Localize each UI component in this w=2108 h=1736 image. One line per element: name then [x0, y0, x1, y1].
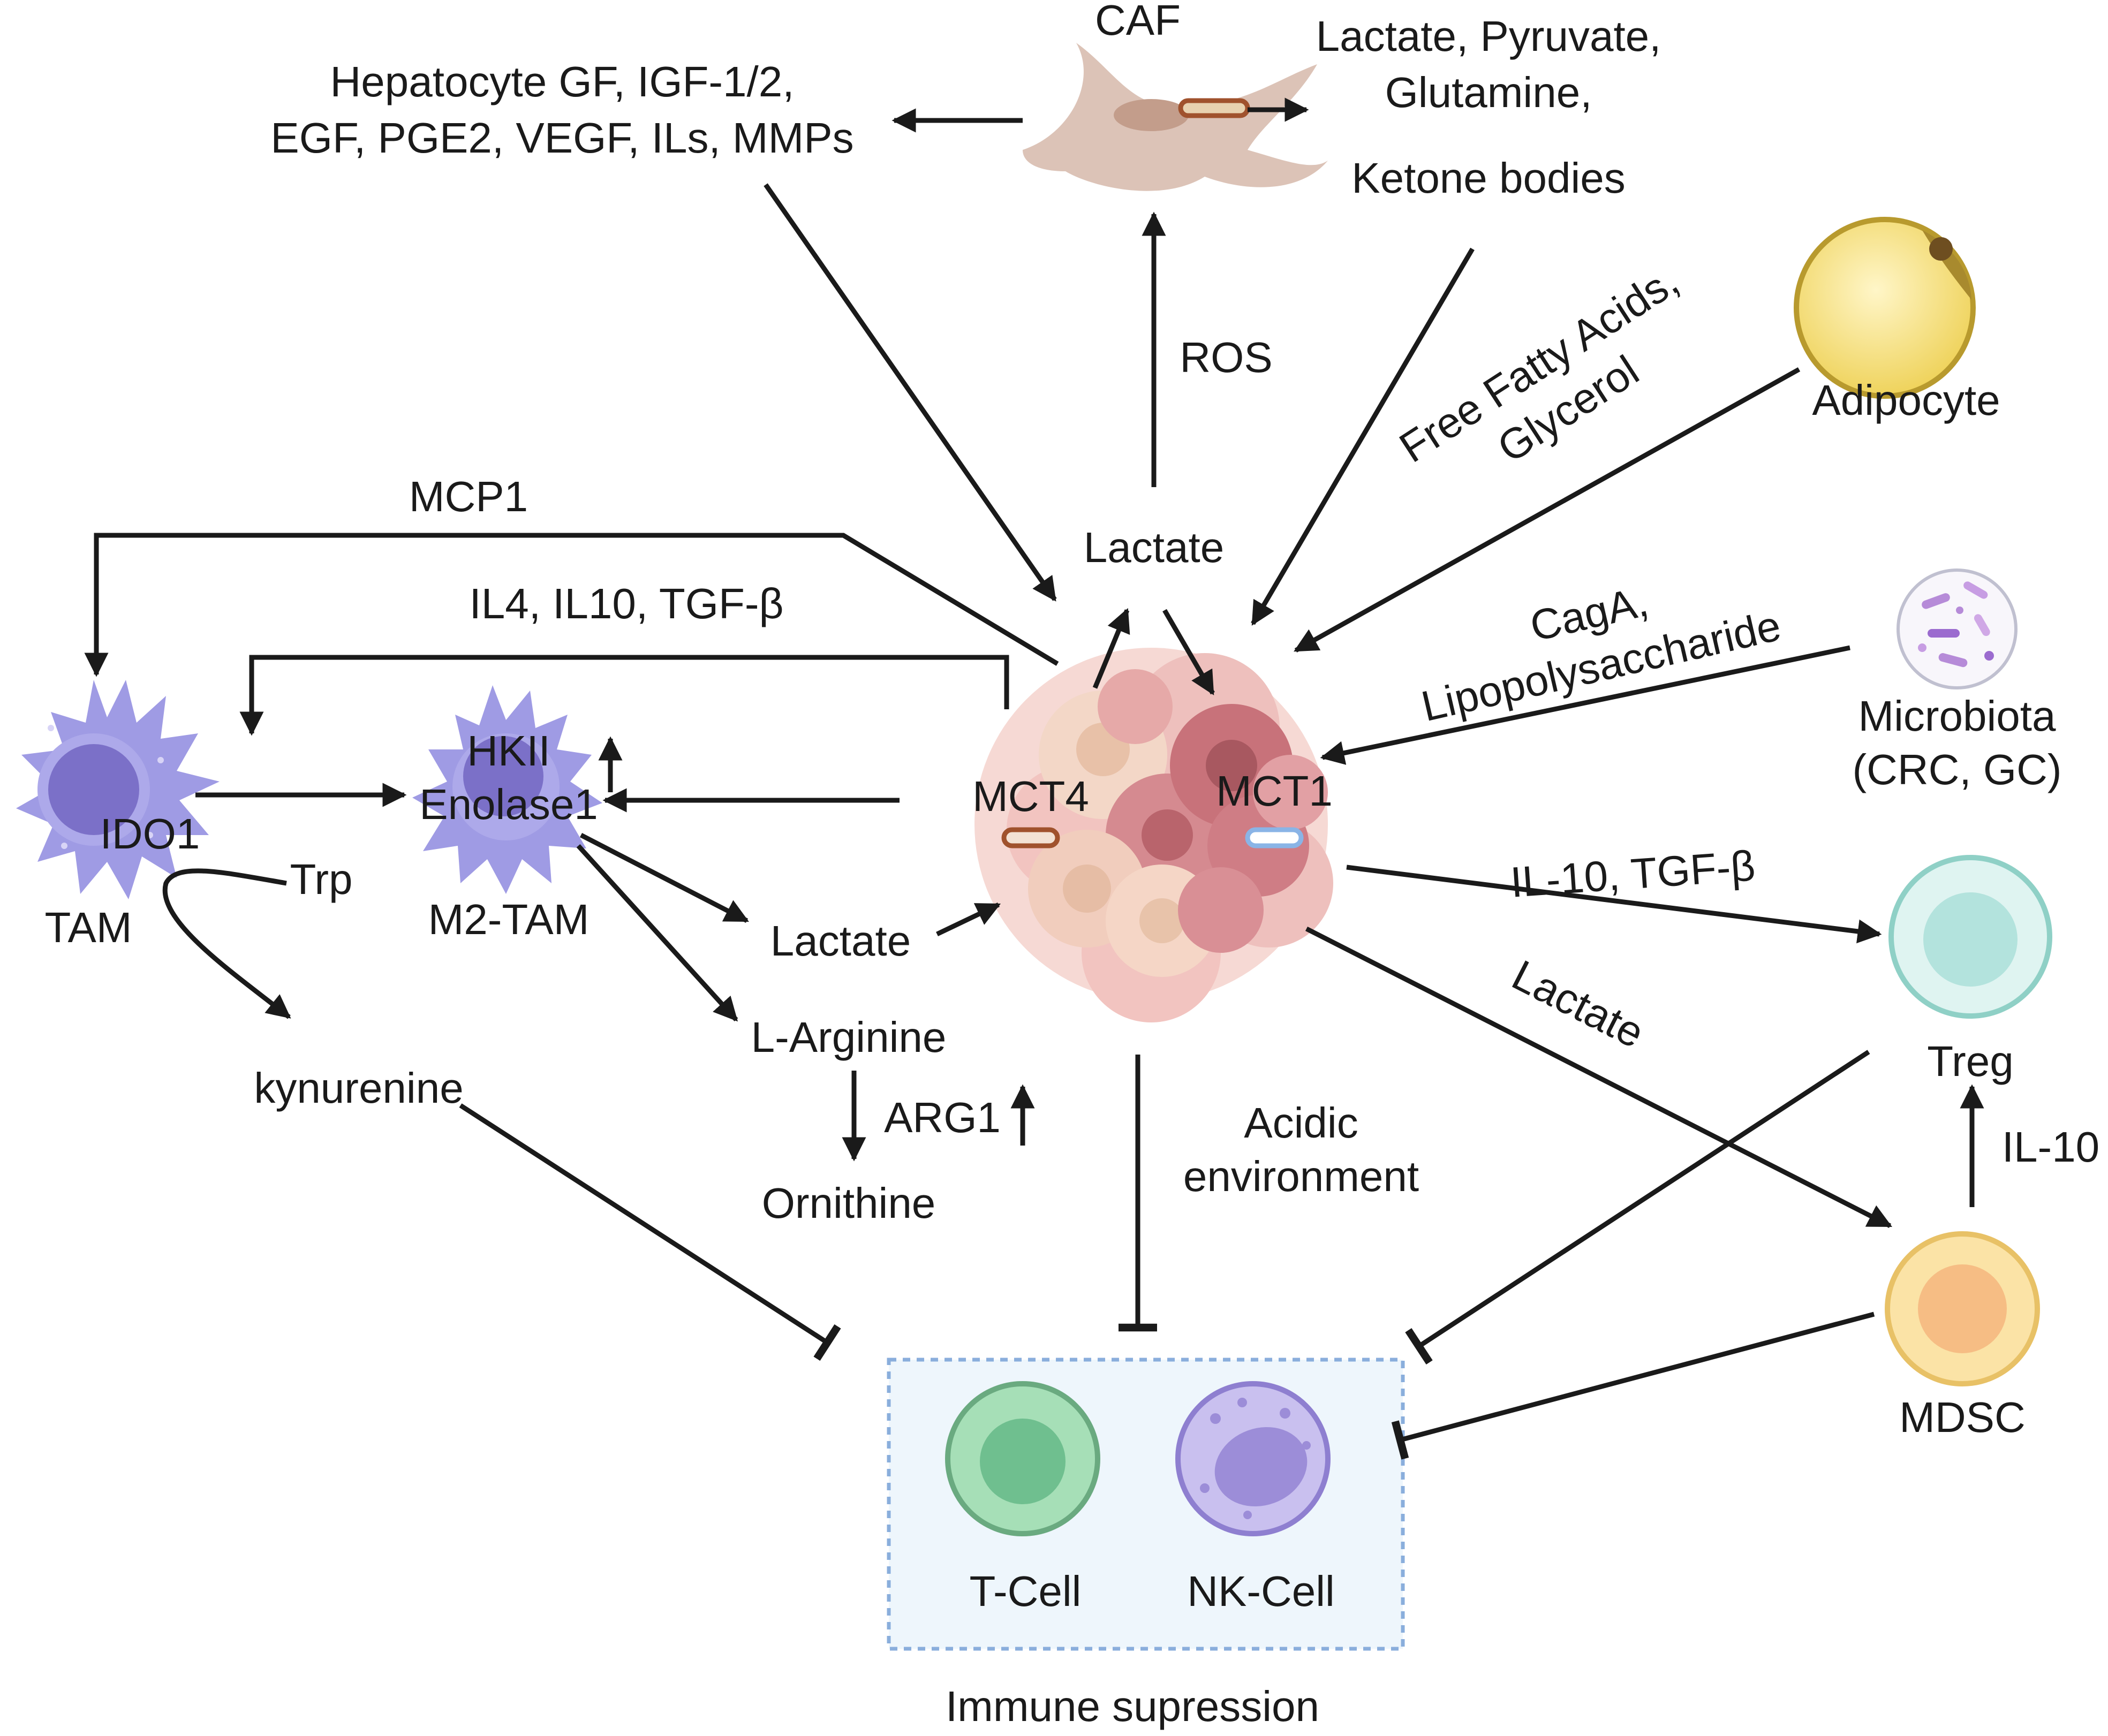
adipocyte-cell — [1794, 217, 1976, 399]
label-kynurenine: kynurenine — [254, 1064, 463, 1112]
label-enolase: Enolase1 — [419, 780, 598, 828]
nk-cell — [1175, 1381, 1331, 1536]
label-adipocyte: Adipocyte — [1812, 376, 2000, 424]
label-t-cell: T-Cell — [970, 1567, 1082, 1615]
label-microbiota-2: (CRC, GC) — [1852, 746, 2061, 793]
label-ornithine: Ornithine — [762, 1179, 936, 1227]
label-ros: ROS — [1180, 333, 1272, 381]
mct1-transporter — [1245, 827, 1304, 848]
treg-cell — [1888, 855, 2052, 1019]
label-arg1: ARG1 — [884, 1094, 1001, 1141]
label-acidic-2: environment — [1183, 1153, 1419, 1200]
mdsc-cell — [1885, 1231, 2040, 1386]
label-trp: Trp — [290, 855, 352, 903]
label-treg: Treg — [1927, 1037, 2014, 1085]
microbiota-cell — [1897, 568, 2018, 689]
label-caf-metabolites-2: Glutamine, — [1385, 69, 1592, 116]
label-lactate-mid: Lactate — [770, 917, 911, 965]
label-caf: CAF — [1095, 0, 1181, 44]
m2-tam-cell — [412, 685, 602, 894]
label-ido1: IDO1 — [100, 810, 200, 858]
label-l-arginine: L-Arginine — [751, 1013, 947, 1061]
label-m2-tam: M2-TAM — [428, 896, 590, 943]
label-il4: IL4, IL10, TGF-β — [470, 580, 784, 627]
label-tam: TAM — [45, 904, 132, 951]
label-lactate-top: Lactate — [1084, 524, 1224, 571]
label-mct4: MCT4 — [972, 772, 1089, 820]
label-mct1: MCT1 — [1216, 767, 1333, 815]
caf-cell — [1023, 43, 1328, 191]
label-il10: IL-10 — [2002, 1123, 2099, 1171]
mct4-transporter — [1001, 827, 1060, 848]
label-caf-metabolites-1: Lactate, Pyruvate, — [1316, 12, 1661, 60]
label-mcp1: MCP1 — [409, 473, 528, 520]
label-mdsc: MDSC — [1899, 1393, 2026, 1441]
tam-cell — [16, 680, 220, 899]
label-caf-factors-1: Hepatocyte GF, IGF-1/2, — [330, 58, 795, 105]
tumor-cluster — [974, 648, 1333, 1022]
label-caf-factors-2: EGF, PGE2, VEGF, ILs, MMPs — [270, 114, 853, 162]
label-nk-cell: NK-Cell — [1187, 1567, 1335, 1615]
label-il10-tgf: IL-10, TGF-β — [1509, 842, 1757, 906]
connectors — [84, 97, 1984, 1460]
t-cell — [945, 1381, 1100, 1536]
label-immune-suppression: Immune supression — [946, 1682, 1319, 1730]
label-microbiota-1: Microbiota — [1858, 692, 2056, 740]
label-caf-metabolites-3: Ketone bodies — [1351, 154, 1626, 202]
label-acidic-1: Acidic — [1244, 1099, 1358, 1147]
label-hkii: HKII — [467, 727, 550, 775]
